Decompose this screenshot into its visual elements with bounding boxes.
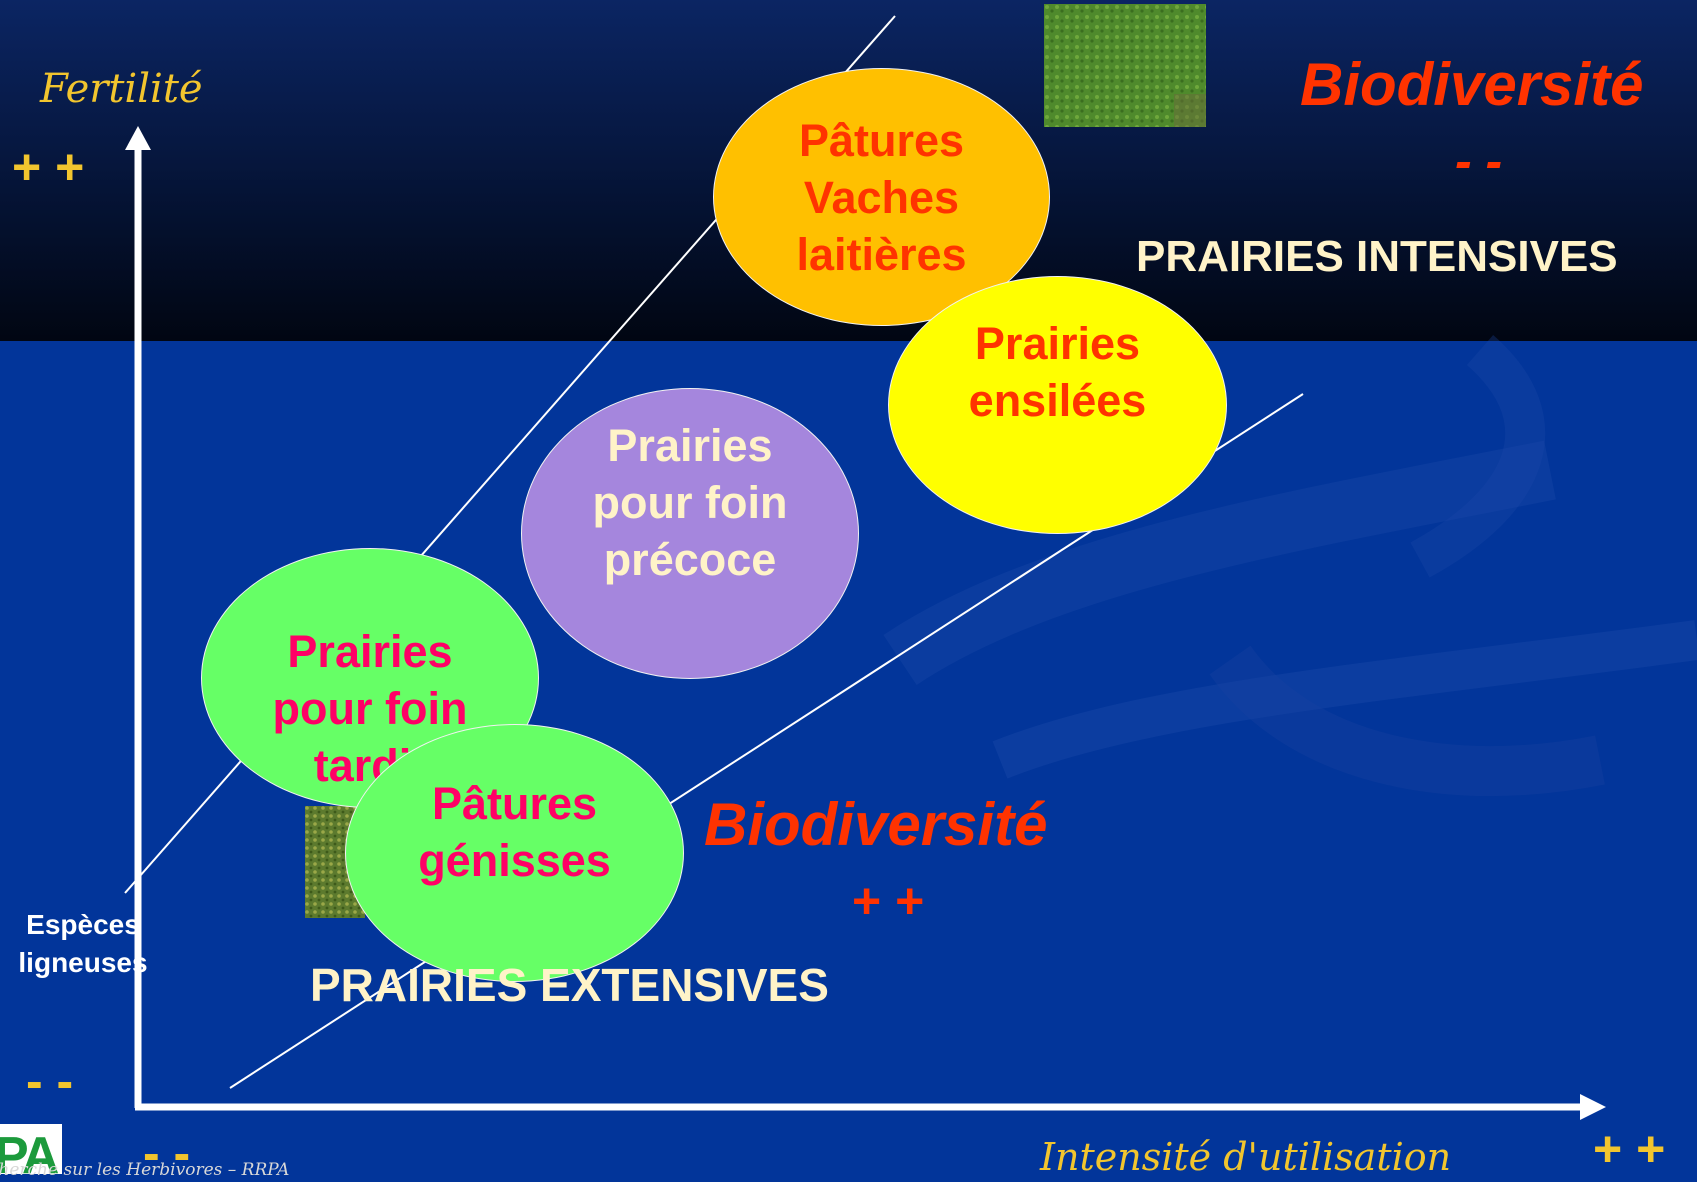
node-precoce-line-1: Prairies — [607, 420, 773, 471]
node-genisses: Pâtures génisses — [345, 724, 684, 982]
node-foin-tardif: Prairies pour foin tardif — [201, 548, 539, 808]
x-axis-arrow — [1580, 1094, 1606, 1120]
node-tardif-line-1: Prairies — [287, 626, 453, 677]
x-axis-low-mark: - - — [143, 1125, 191, 1181]
node-prairies-ensilees: Prairies ensilées — [888, 276, 1227, 534]
biodiversity-high-level: + + — [852, 873, 925, 929]
woody-species-line-2: ligneuses — [18, 947, 148, 978]
node-ensilees-line-2: ensilées — [968, 375, 1147, 426]
footer-logo: PA — [0, 1124, 62, 1174]
woody-species-line-1: Espèces — [26, 909, 140, 940]
x-axis-title: Intensité d'utilisation — [1040, 1135, 1452, 1179]
grass-photo-top — [1044, 4, 1206, 127]
node-genisses-line-1: Pâtures — [431, 778, 598, 829]
footer-logo-text: PA — [0, 1127, 59, 1174]
y-axis-high-mark: + + — [12, 139, 85, 195]
intensive-zone-label: PRAIRIES INTENSIVES — [1136, 232, 1618, 281]
node-foin-precoce: Prairies pour foin précoce — [521, 388, 859, 679]
y-axis-arrow — [125, 126, 151, 150]
woody-species-label: Espèces ligneuses — [8, 906, 158, 982]
node-precoce-line-3: précoce — [603, 534, 777, 585]
y-axis-low-mark: - - — [26, 1053, 74, 1109]
node-ensilees-line-1: Prairies — [974, 318, 1141, 369]
node-genisses-line-2: génisses — [418, 835, 611, 886]
extensive-zone-label: PRAIRIES EXTENSIVES — [310, 959, 829, 1011]
footer-caption: Recherche sur les Herbivores – RRPA — [0, 1160, 290, 1180]
biodiversity-high-title: Biodiversité — [704, 791, 1048, 858]
node-vaches-line-2: Vaches — [803, 171, 960, 223]
node-vaches-line-3: laitières — [796, 228, 967, 280]
node-vaches-line-1: Pâtures — [798, 114, 965, 166]
node-vaches-laitieres: Pâtures Vaches laitières — [713, 68, 1050, 326]
node-tardif-line-2: pour foin — [272, 683, 468, 734]
y-axis-title: Fertilité — [40, 66, 203, 112]
x-axis-high-mark: + + — [1593, 1121, 1666, 1177]
biodiversity-low-level: - - — [1455, 133, 1503, 189]
biodiversity-low-title: Biodiversité — [1300, 51, 1644, 118]
node-precoce-line-2: pour foin — [592, 477, 788, 528]
